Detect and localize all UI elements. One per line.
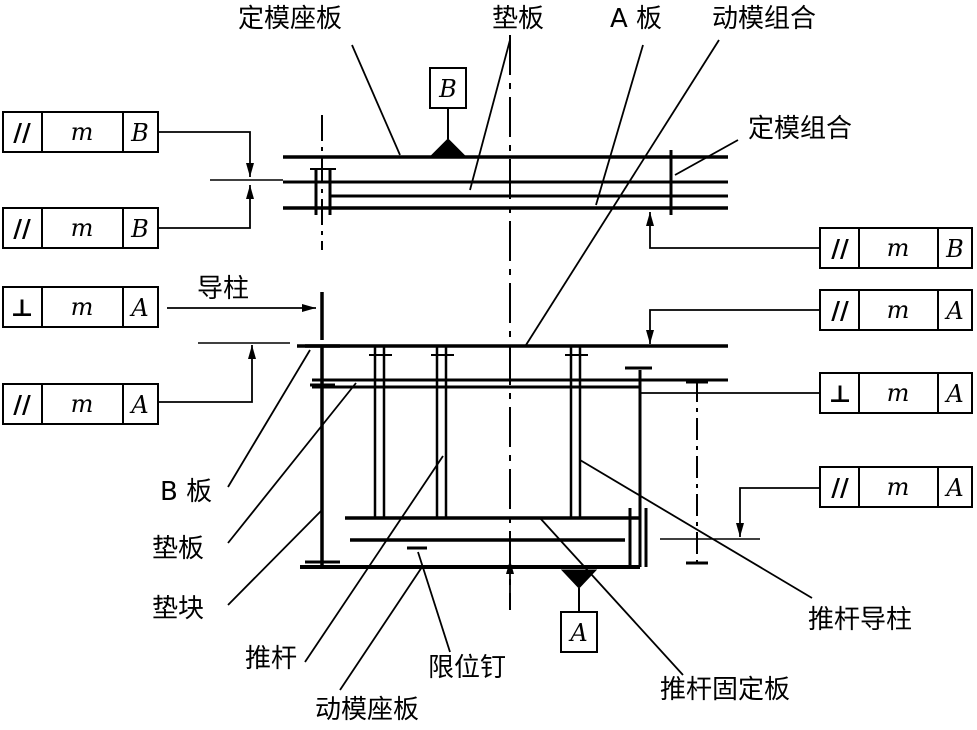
datum-b-box bbox=[429, 67, 467, 109]
fcf8-datum: A bbox=[944, 474, 963, 502]
fcf6-leader bbox=[649, 309, 820, 344]
fcf7-perpendicularity-icon: ⊥ bbox=[828, 379, 851, 408]
leader-stop-pin bbox=[417, 551, 451, 653]
fcf4-tolerance: m bbox=[71, 390, 94, 418]
fcf8-parallelism-icon: // bbox=[831, 473, 849, 502]
fcf1-parallelism-icon: // bbox=[13, 118, 31, 147]
fcf6-frame bbox=[819, 289, 973, 331]
fcf8-leader bbox=[739, 487, 820, 537]
datum-a-box bbox=[560, 611, 598, 653]
datum-a-triangle bbox=[560, 569, 598, 589]
label-spacer-plate-bottom: 垫板 bbox=[152, 534, 204, 564]
label-guide-pillar: 导柱 bbox=[197, 274, 249, 304]
fcf5-parallelism-icon: // bbox=[831, 234, 849, 263]
datum-b-label: B bbox=[438, 75, 457, 103]
label-fixed-clamp-plate: 定模座板 bbox=[238, 4, 342, 34]
fcf2-text: // m B bbox=[13, 214, 149, 243]
fcf3-datum: A bbox=[129, 294, 148, 322]
leader-ejector-retainer-plate bbox=[539, 517, 684, 676]
leader-fixed-clamp-plate bbox=[351, 44, 401, 156]
fcf2-parallelism-icon: // bbox=[13, 214, 31, 243]
fcf3-frame bbox=[2, 286, 159, 328]
label-ejector-guide-pillar: 推杆导柱 bbox=[808, 605, 912, 635]
datum-a-label: A bbox=[568, 619, 587, 647]
fcf5-tolerance: m bbox=[887, 234, 910, 262]
fcf7-frame bbox=[819, 372, 973, 414]
leader-fixed-mold-assembly bbox=[674, 139, 739, 176]
fcf6-tolerance: m bbox=[887, 296, 910, 324]
fcf5-arrow bbox=[646, 212, 654, 226]
label-a-plate: A 板 bbox=[610, 4, 662, 34]
leader-guide-pillar-arrow bbox=[302, 304, 316, 312]
fcf6-text: // m A bbox=[831, 296, 963, 325]
label-spacer-block: 垫块 bbox=[152, 594, 204, 624]
fcf3-text: ⊥ m A bbox=[10, 293, 148, 322]
fcf1-tolerance: m bbox=[71, 118, 94, 146]
fcf6-arrow bbox=[646, 330, 654, 344]
leader-ejector-guide-pillar bbox=[579, 459, 813, 599]
fcf7-tolerance: m bbox=[887, 379, 910, 407]
label-ejector-retainer-plate: 推杆固定板 bbox=[660, 675, 790, 705]
fcf7-datum: A bbox=[944, 380, 963, 408]
fcf4-leader bbox=[158, 345, 253, 403]
label-moving-clamp-plate: 动模座板 bbox=[315, 695, 419, 725]
fcf6-datum: A bbox=[944, 297, 963, 325]
fcf3-tolerance: m bbox=[71, 293, 94, 321]
fcf7-text: ⊥ m A bbox=[828, 379, 963, 408]
leader-spacer-plate-top bbox=[469, 39, 511, 191]
fcf4-frame bbox=[2, 383, 159, 425]
leader-spacer-plate-bottom bbox=[227, 382, 357, 544]
fcf4-text: // m A bbox=[13, 390, 148, 419]
fcf5-text: // m B bbox=[831, 234, 964, 263]
fcf1-datum: B bbox=[130, 119, 149, 147]
fcf8-text: // m A bbox=[831, 473, 963, 502]
fcf8-tolerance: m bbox=[887, 473, 910, 501]
leader-ejector-pin bbox=[304, 455, 444, 663]
fcf1-arrow bbox=[246, 163, 254, 177]
fcf2-frame bbox=[2, 207, 159, 249]
fcf5-leader bbox=[649, 212, 820, 249]
datum-b-triangle bbox=[428, 138, 468, 158]
label-spacer-plate-top: 垫板 bbox=[492, 4, 544, 34]
fcf1-leader bbox=[158, 131, 251, 177]
label-fixed-mold-assembly: 定模组合 bbox=[748, 114, 852, 144]
label-moving-mold-assembly: 动模组合 bbox=[712, 4, 816, 34]
leader-moving-mold-assembly bbox=[525, 39, 720, 346]
fcf1-frame bbox=[2, 111, 159, 153]
fcf5-frame bbox=[819, 227, 973, 269]
fcf1-text: // m B bbox=[13, 118, 149, 147]
fcf4-parallelism-icon: // bbox=[13, 390, 31, 419]
label-b-plate: B 板 bbox=[160, 477, 212, 507]
label-stop-pin: 限位钉 bbox=[428, 653, 506, 683]
fcf2-datum: B bbox=[130, 215, 149, 243]
fcf4-datum: A bbox=[129, 391, 148, 419]
fcf8-frame bbox=[819, 466, 973, 508]
fcf2-arrow bbox=[246, 185, 254, 199]
label-ejector-pin: 推杆 bbox=[245, 644, 297, 674]
fcf5-datum: B bbox=[945, 235, 964, 263]
fcf8-arrow bbox=[736, 523, 744, 537]
fcf4-arrow bbox=[248, 345, 256, 359]
leader-spacer-block bbox=[227, 509, 323, 606]
leader-b-plate bbox=[227, 349, 311, 488]
fcf3-perpendicularity-icon: ⊥ bbox=[10, 293, 33, 322]
datum-a-upward-arrow bbox=[506, 560, 514, 574]
fcf2-leader bbox=[158, 185, 251, 229]
leader-moving-clamp-plate bbox=[339, 566, 423, 691]
leader-a-plate bbox=[595, 44, 644, 206]
fcf6-parallelism-icon: // bbox=[831, 296, 849, 325]
fcf2-tolerance: m bbox=[71, 214, 94, 242]
